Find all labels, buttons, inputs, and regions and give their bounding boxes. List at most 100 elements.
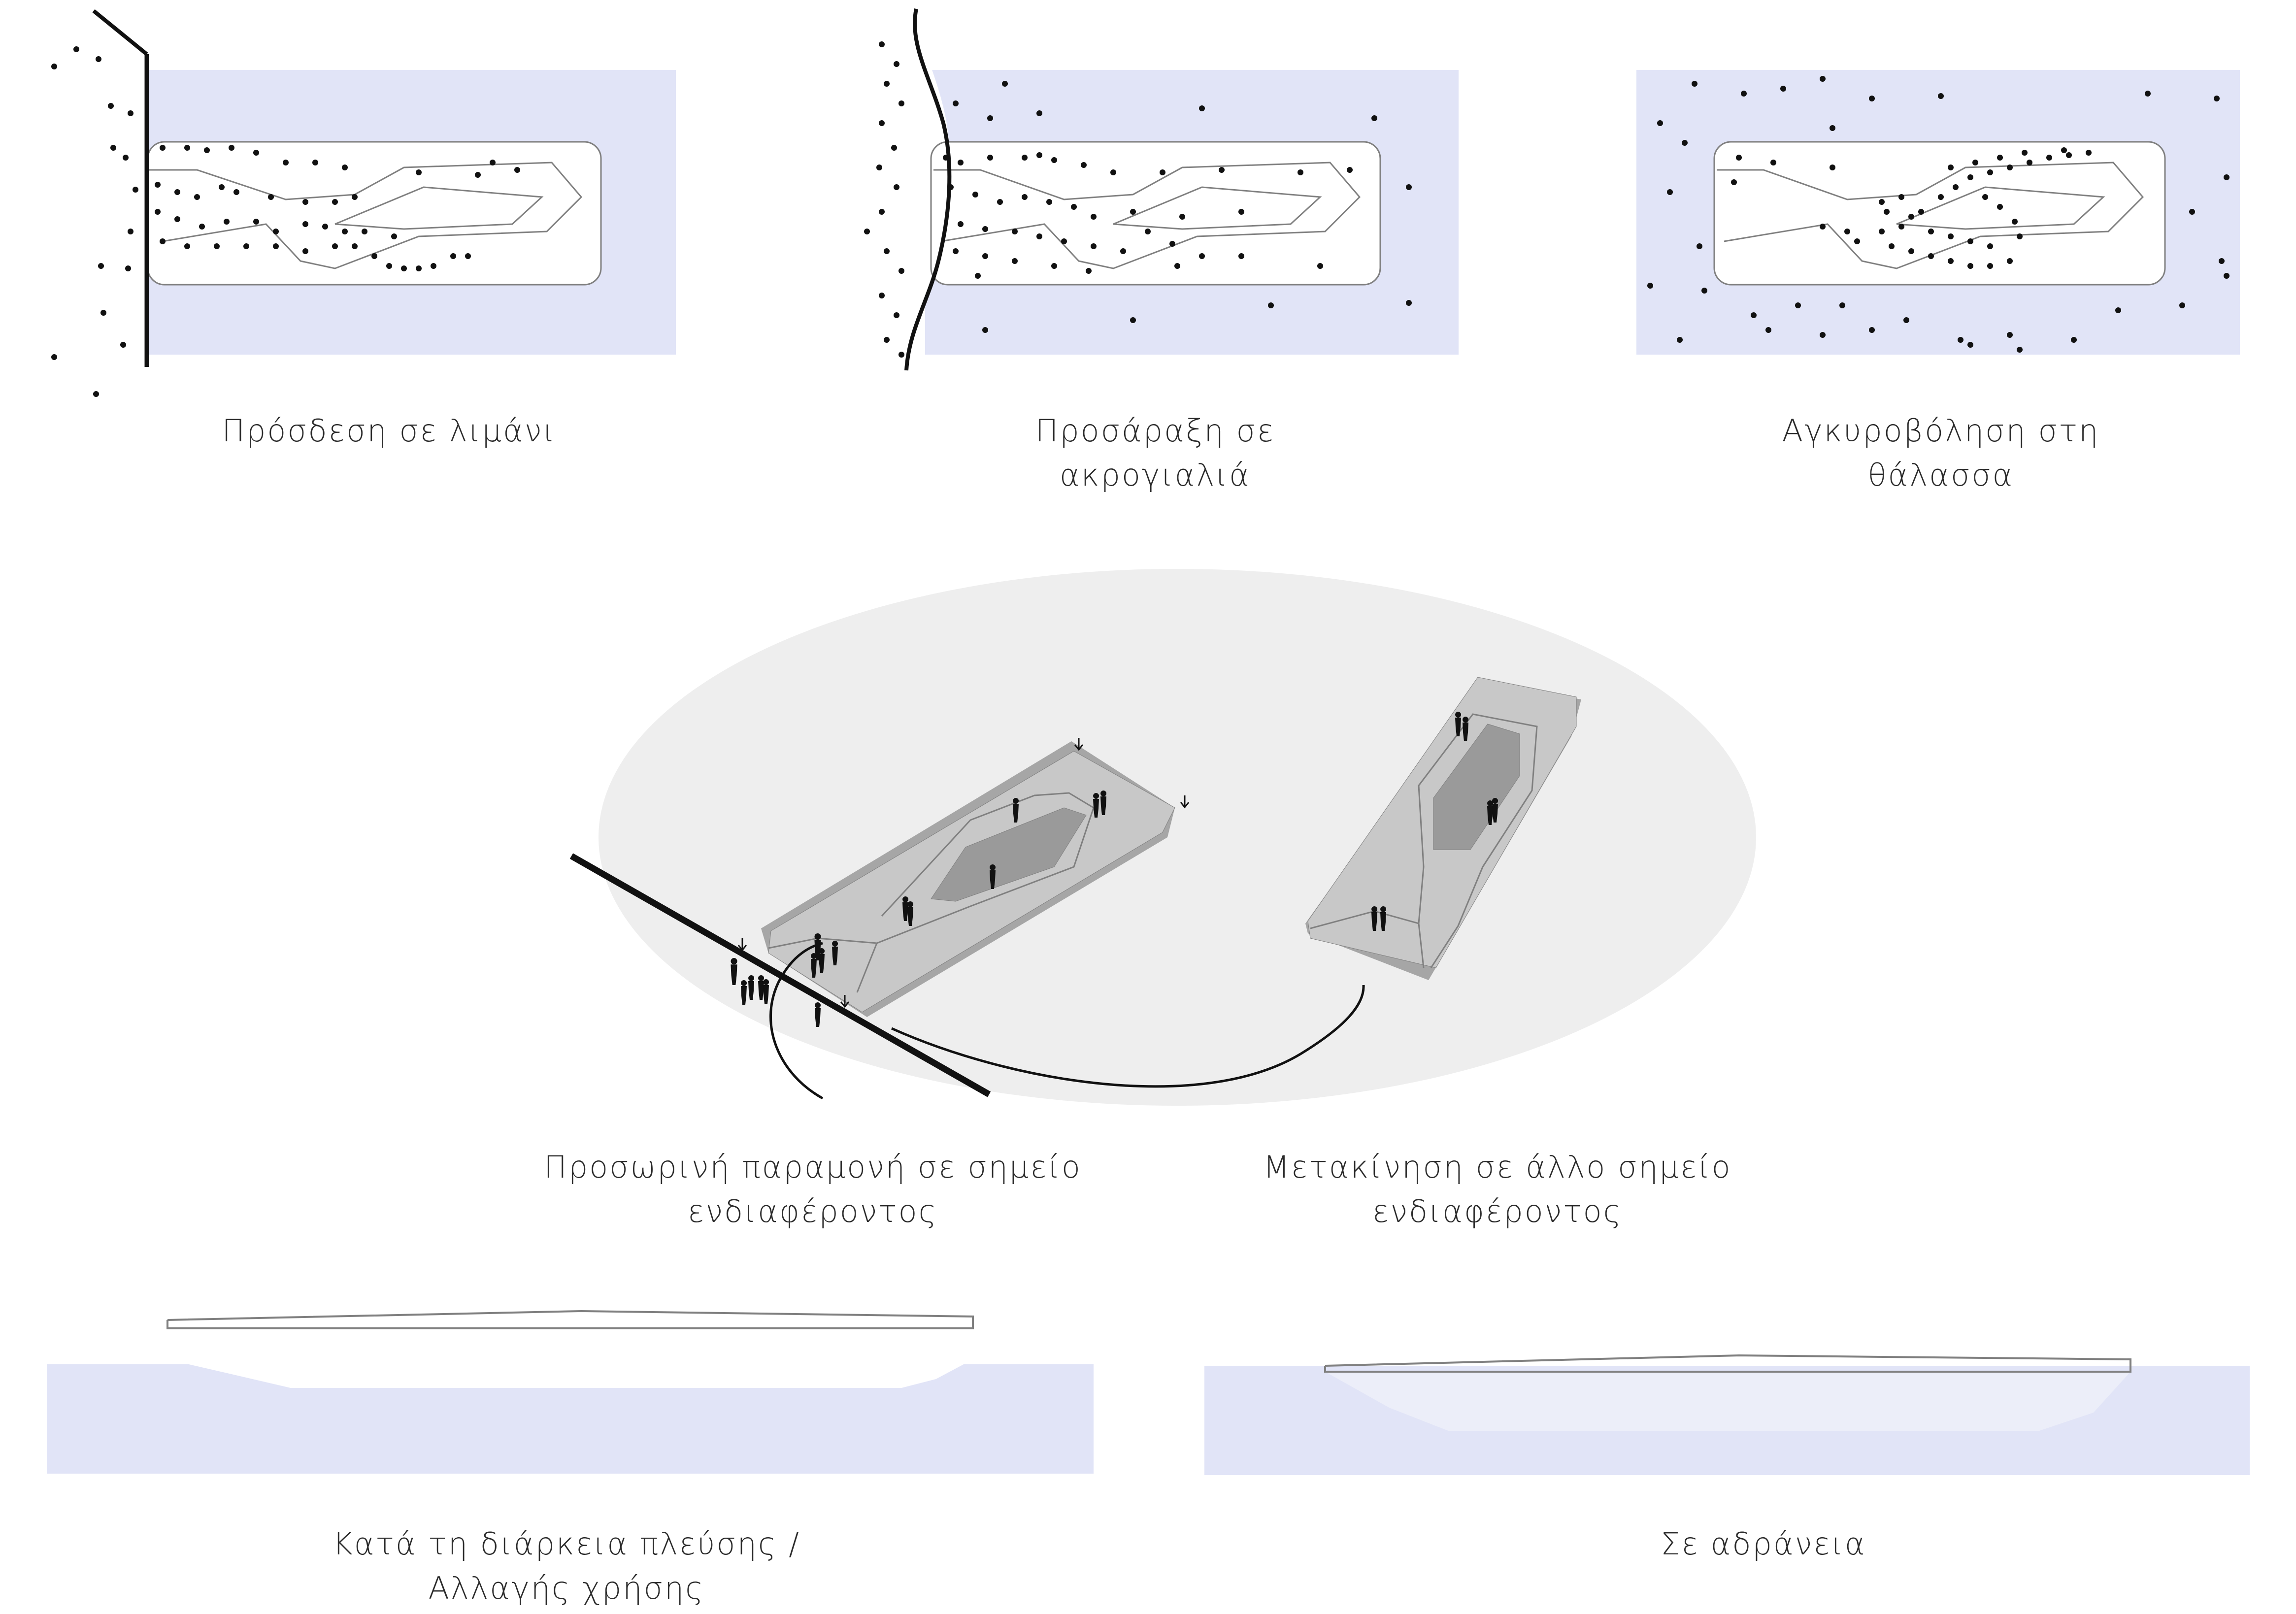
person-dot xyxy=(1199,105,1205,111)
person-dot xyxy=(1091,243,1097,249)
person-dot xyxy=(1948,165,1954,170)
person-dot xyxy=(1908,214,1914,220)
person-dot xyxy=(982,253,988,259)
person-figure xyxy=(748,975,755,1000)
person-dot xyxy=(160,145,166,151)
person-dot xyxy=(1406,300,1412,306)
panel-anchoring xyxy=(1636,70,2240,355)
person-dot xyxy=(219,184,225,190)
vessel-plan xyxy=(930,141,1381,286)
person-dot xyxy=(1145,229,1151,234)
person-dot xyxy=(876,165,882,170)
person-dot xyxy=(431,263,436,269)
person-dot xyxy=(184,145,190,151)
person-figure xyxy=(907,901,914,926)
person-dot xyxy=(1903,317,1909,323)
person-dot xyxy=(1987,263,1993,269)
person-dot xyxy=(125,265,131,271)
person-dot xyxy=(1091,214,1097,220)
vessel-deck-section xyxy=(167,1320,973,1359)
person-dot xyxy=(1844,229,1850,234)
person-dot xyxy=(133,187,138,193)
person-dot xyxy=(1298,169,1303,175)
person-dot xyxy=(1647,283,1653,289)
person-dot xyxy=(1036,233,1042,239)
person-dot xyxy=(1406,184,1412,190)
person-dot xyxy=(2012,219,2018,225)
person-figure xyxy=(1380,906,1387,931)
person-dot xyxy=(155,209,161,215)
person-dot xyxy=(174,216,180,222)
person-dot xyxy=(1982,194,1988,200)
person-dot xyxy=(1110,169,1116,175)
person-dot xyxy=(2017,233,2023,239)
person-dot xyxy=(894,312,899,318)
caption-temporary-stay: Προσωρινή παραμονή σε σημείο ενδιαφέροντ… xyxy=(542,1145,1084,1234)
person-dot xyxy=(1219,167,1225,173)
person-dot xyxy=(1770,160,1776,165)
person-dot xyxy=(1765,327,1771,333)
person-dot xyxy=(1657,120,1663,126)
person-dot xyxy=(1928,229,1934,234)
person-dot xyxy=(1938,93,1944,99)
person-dot xyxy=(2046,155,2052,161)
person-dot xyxy=(2189,209,2195,215)
person-dot xyxy=(2027,160,2032,165)
person-dot xyxy=(1051,157,1057,163)
route-arc xyxy=(891,985,1365,1088)
caption-idle-line-1: Σε αδράνεια xyxy=(1661,1526,1866,1562)
person-figure xyxy=(758,975,765,1000)
panel-isometric xyxy=(569,569,1756,1106)
mooring-arc xyxy=(769,942,824,1100)
person-dot xyxy=(879,41,885,47)
person-dot xyxy=(1948,233,1954,239)
person-dot xyxy=(884,337,890,343)
person-dot xyxy=(1967,263,1973,269)
vessel-hull-section xyxy=(1325,1372,2130,1431)
person-dot xyxy=(362,229,367,234)
person-dot xyxy=(1997,155,2003,161)
person-dot xyxy=(465,253,471,259)
person-dot xyxy=(884,81,890,87)
person-dot xyxy=(1795,302,1801,308)
person-dot xyxy=(1682,140,1688,146)
person-dot xyxy=(224,219,230,225)
person-dot xyxy=(1002,81,1008,87)
person-dot xyxy=(898,100,904,106)
person-dot xyxy=(123,155,129,161)
person-dot xyxy=(1751,312,1757,318)
person-dot xyxy=(1997,204,2003,210)
person-dot xyxy=(302,221,308,227)
person-dot xyxy=(100,310,106,316)
person-figure xyxy=(819,948,825,973)
person-dot xyxy=(1938,194,1944,200)
person-dot xyxy=(1830,165,1835,170)
person-dot xyxy=(1371,115,1377,121)
people-dots xyxy=(51,46,520,397)
caption-temporary-stay-line-1: Προσωρινή παραμονή σε σημείο xyxy=(544,1149,1082,1185)
person-figure xyxy=(1455,712,1462,736)
person-dot xyxy=(73,46,79,52)
person-dot xyxy=(975,273,981,279)
caption-relocation-line-1: Μετακίνηση σε άλλο σημείο xyxy=(1263,1149,1732,1185)
caption-docking: Πρόσδεση σε λιμάνι xyxy=(192,409,586,453)
vessel-docked-deck-lines xyxy=(768,792,1095,993)
person-figure xyxy=(1013,798,1019,823)
caption-temporary-stay-line-2: ενδιαφέροντος xyxy=(688,1193,938,1229)
person-dot xyxy=(943,155,949,161)
person-dot xyxy=(401,265,407,271)
person-dot xyxy=(1879,229,1885,234)
person-dot xyxy=(1854,238,1860,244)
person-dot xyxy=(2066,152,2072,158)
person-dot xyxy=(2224,273,2229,279)
person-dot xyxy=(1179,214,1185,220)
person-figure xyxy=(811,953,817,978)
person-dot xyxy=(1061,238,1067,244)
caption-sailing-line-1: Κατά τη διάρκεια πλεύσης / xyxy=(333,1526,800,1562)
person-dot xyxy=(352,243,358,249)
person-dot xyxy=(1238,253,1244,259)
people-figures xyxy=(731,712,1498,1027)
person-dot xyxy=(1012,258,1018,264)
person-dot xyxy=(120,342,126,348)
quay-wall-corner xyxy=(92,9,148,56)
